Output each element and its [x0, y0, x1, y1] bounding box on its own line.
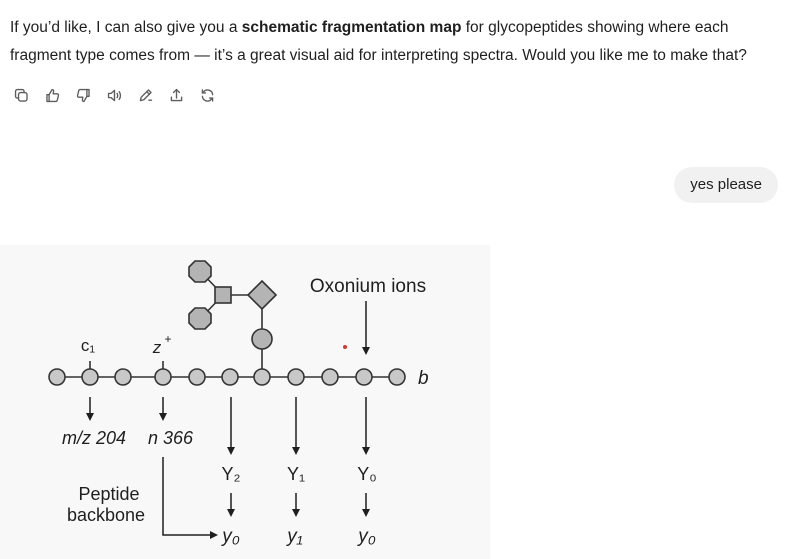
residue-node: [287, 368, 305, 386]
c1-label: c₁: [81, 336, 96, 355]
lower-y0-label-2: y₀: [356, 526, 376, 547]
regenerate-button[interactable]: [196, 84, 218, 106]
residue-node: [114, 368, 132, 386]
z-superscript: +: [164, 332, 171, 346]
red-dot: [343, 345, 347, 349]
assistant-message-text-1: If you’d like, I can also give you a: [10, 19, 242, 36]
fragmentation-figure: Oxonium ions c₁ z + b m/z 204 n 366 Pept…: [0, 245, 490, 559]
z-label: z: [152, 338, 162, 357]
user-message-bubble: yes please: [674, 167, 778, 203]
peptide-backbone-arrow: [162, 457, 218, 539]
y2-label: Y₂: [222, 464, 241, 484]
residue-node: [188, 368, 206, 386]
edit-icon: [139, 88, 152, 101]
glycan-sugar-octagon: [188, 307, 212, 330]
lower-y0-label: y₀: [220, 526, 240, 547]
thumbs-up-button[interactable]: [41, 84, 63, 106]
residue-node: [154, 368, 172, 386]
read-aloud-icon: [107, 89, 121, 101]
thumbs-down-button[interactable]: [72, 84, 94, 106]
residue-node: [81, 368, 99, 386]
copy-button[interactable]: [10, 84, 32, 106]
share-button[interactable]: [165, 84, 187, 106]
regenerate-icon: [201, 88, 213, 102]
edit-button[interactable]: [134, 84, 156, 106]
glycan-sugar-diamond: [246, 279, 278, 311]
read-aloud-button[interactable]: [103, 84, 125, 106]
residue-node: [388, 368, 406, 386]
thumbs-up-icon: [45, 88, 59, 102]
oxonium-label: Oxonium ions: [310, 276, 426, 297]
share-icon: [170, 88, 182, 101]
assistant-message-bold: schematic fragmentation map: [241, 19, 462, 36]
assistant-message-text-2: for glycopeptides showing where each fra…: [10, 19, 747, 64]
peptide-label-line1: Peptide: [78, 484, 139, 504]
y1-label: Y₁: [287, 464, 305, 484]
glycan-sugar-octagon: [188, 260, 212, 283]
peptide-label-line2: backbone: [67, 505, 145, 525]
fragmentation-diagram: Oxonium ions c₁ z + b m/z 204 n 366 Pept…: [48, 260, 429, 547]
residue-node: [48, 368, 66, 386]
copy-icon: [14, 88, 28, 102]
y0-label: Y₀: [357, 464, 376, 484]
residue-node: [321, 368, 339, 386]
n-label: n 366: [148, 428, 194, 448]
assistant-message: If you’d like, I can also give you a sch…: [10, 14, 780, 70]
residue-node: [355, 368, 373, 386]
residue-node: [221, 368, 239, 386]
lower-y1-label: y₁: [285, 526, 303, 547]
glycan-sugar-circle: [251, 328, 273, 350]
glycan-sugar-square: [214, 286, 232, 304]
mz-label: m/z 204: [62, 428, 126, 448]
residue-node: [253, 368, 271, 386]
message-action-bar: [10, 84, 218, 106]
b-label: b: [418, 368, 429, 389]
thumbs-down-icon: [76, 88, 90, 102]
